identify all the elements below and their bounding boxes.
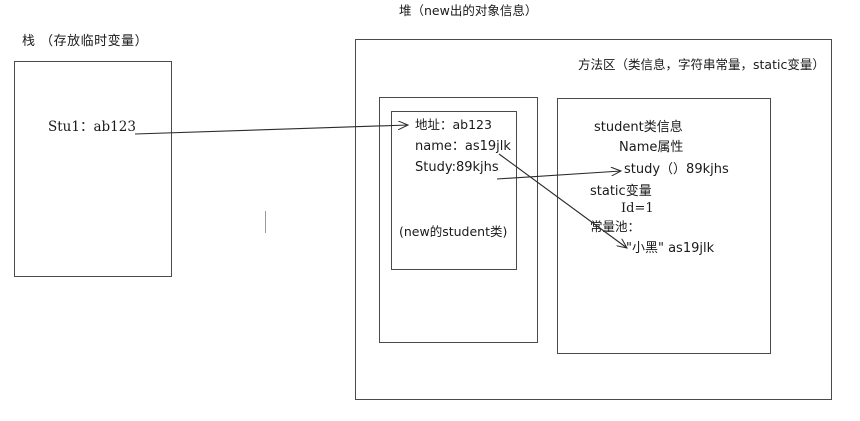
static-section-label: static变量 bbox=[590, 184, 652, 199]
study-method-label: study（）89kjhs bbox=[624, 162, 729, 177]
object-name-field: name：as19jlk bbox=[415, 139, 511, 154]
text-caret-artifact bbox=[265, 211, 266, 233]
student-object-box bbox=[391, 111, 517, 270]
constant-pool-value-label: "小黑" as19jlk bbox=[626, 241, 715, 256]
object-note-label: (new的student类) bbox=[399, 224, 508, 239]
object-address-field: 地址：ab123 bbox=[415, 117, 492, 132]
stack-region-title: 栈 （存放临时变量） bbox=[22, 34, 149, 49]
constant-pool-label: 常量池： bbox=[590, 219, 641, 234]
object-study-field: Study:89kjhs bbox=[415, 160, 499, 175]
heap-box bbox=[355, 39, 832, 400]
heap-region-title: 堆（new出的对象信息） bbox=[399, 3, 538, 18]
class-info-label: student类信息 bbox=[594, 120, 683, 135]
name-attribute-label: Name属性 bbox=[619, 140, 684, 155]
stack-box bbox=[14, 61, 172, 277]
method-area-region-title: 方法区（类信息，字符串常量，static变量） bbox=[578, 57, 825, 72]
stack-variable-entry: Stu1：ab123 bbox=[48, 119, 136, 135]
static-value-label: Id=1 bbox=[621, 201, 654, 216]
